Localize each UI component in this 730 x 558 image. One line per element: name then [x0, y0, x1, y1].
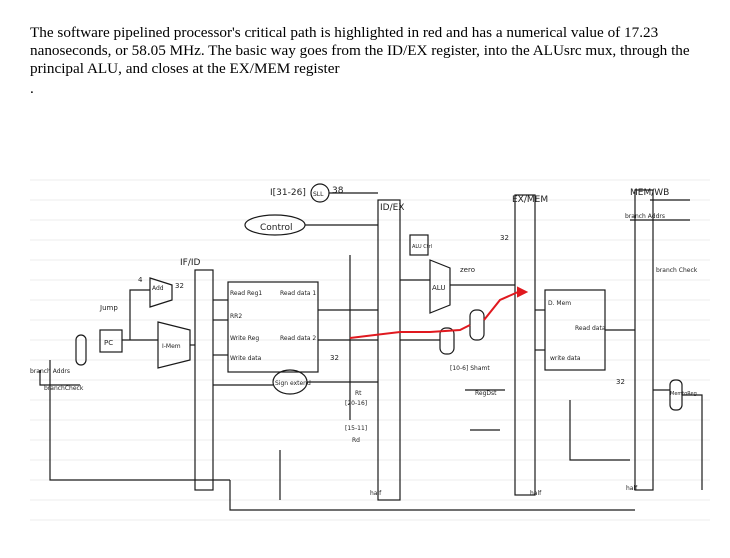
- label-jump: Jump: [99, 304, 118, 312]
- label-32b: 32: [330, 354, 339, 362]
- label-32c: 32: [500, 234, 509, 242]
- caption-bullet: .: [30, 80, 34, 97]
- label-memwb: MEM/WB: [630, 188, 669, 198]
- label-branch-addr2: branch Addrs: [625, 213, 665, 220]
- graph-paper: [30, 179, 710, 521]
- label-32a: 32: [175, 282, 184, 290]
- label-imem: I-Mem: [162, 343, 181, 350]
- label-control: Control: [260, 223, 293, 233]
- pipeline-diagram: IF/ID ID/EX EX/MEM MEM/WB Control I[31-2…: [30, 160, 710, 545]
- label-pc: PC: [104, 339, 113, 347]
- label-write-data2: write data: [550, 355, 581, 362]
- label-regdst: RegDst: [475, 390, 497, 397]
- label-rt: Rt: [355, 390, 362, 397]
- label-ifid: IF/ID: [180, 258, 201, 268]
- label-memtoreg: MemtoReg: [670, 391, 697, 397]
- label-add: Add: [152, 285, 164, 292]
- label-sign-extend: Sign extend: [275, 380, 311, 387]
- pc-adder: [149, 277, 173, 308]
- label-read-reg1: Read Reg1: [230, 290, 262, 297]
- label-i1511: [15-11]: [345, 425, 367, 432]
- regdst-mux: [439, 327, 455, 355]
- label-write-data: Write data: [230, 355, 262, 362]
- label-shamt: [10-6] Shamt: [450, 365, 490, 372]
- label-i3126: I[31-26]: [270, 188, 306, 198]
- alusrc-mux: [469, 309, 485, 341]
- imem-box: [157, 321, 191, 369]
- label-sll: SLL: [313, 191, 324, 198]
- label-write-reg: Write Reg: [230, 335, 259, 342]
- label-half1: half: [370, 490, 382, 497]
- pipeline-sketch: IF/ID ID/EX EX/MEM MEM/WB Control I[31-2…: [30, 179, 710, 521]
- label-zero: zero: [460, 266, 475, 274]
- label-branch-addr: branch Addrs: [30, 368, 70, 375]
- alu-unit: [429, 259, 451, 314]
- pc-mux: [75, 334, 87, 366]
- idex-register: [377, 199, 401, 501]
- register-file: [227, 281, 319, 373]
- exmem-register: [514, 194, 536, 496]
- label-exmem: EX/MEM: [512, 195, 548, 205]
- ifid-register: [194, 269, 214, 491]
- caption-text: The software pipelined processor's criti…: [30, 24, 690, 77]
- memwb-register: [634, 189, 654, 491]
- label-read-data1: Read data 1: [280, 290, 316, 297]
- label-rd: Rd: [352, 437, 360, 444]
- critical-path-segment-2: [483, 291, 519, 321]
- label-4: 4: [138, 276, 143, 284]
- label-38: 38: [332, 186, 344, 196]
- label-alu: ALU: [432, 284, 445, 292]
- label-branch-check: branchCheck: [44, 385, 84, 392]
- label-dmem: D. Mem: [548, 300, 571, 307]
- critical-path-segment-1: [349, 324, 471, 339]
- label-read-data2: Read data 2: [280, 335, 316, 342]
- alu-ctrl-box: [409, 234, 429, 256]
- critical-path-arrow: [517, 286, 529, 298]
- label-read-data: Read data: [575, 325, 606, 332]
- label-idex: ID/EX: [380, 203, 404, 213]
- label-i2016: [20-16]: [345, 400, 367, 407]
- critical-path: [349, 286, 529, 339]
- caption: The software pipelined processor's criti…: [30, 24, 710, 98]
- sketch-wires: [39, 183, 703, 511]
- label-alu-ctrl: ALU Ctrl: [412, 244, 432, 250]
- label-half3: half: [626, 485, 638, 492]
- label-branch-check2: branch Check: [656, 267, 698, 274]
- label-half2: half: [530, 490, 542, 497]
- pc-box: [99, 329, 123, 353]
- label-32d: 32: [616, 378, 625, 386]
- label-read-reg2: RR2: [230, 313, 242, 320]
